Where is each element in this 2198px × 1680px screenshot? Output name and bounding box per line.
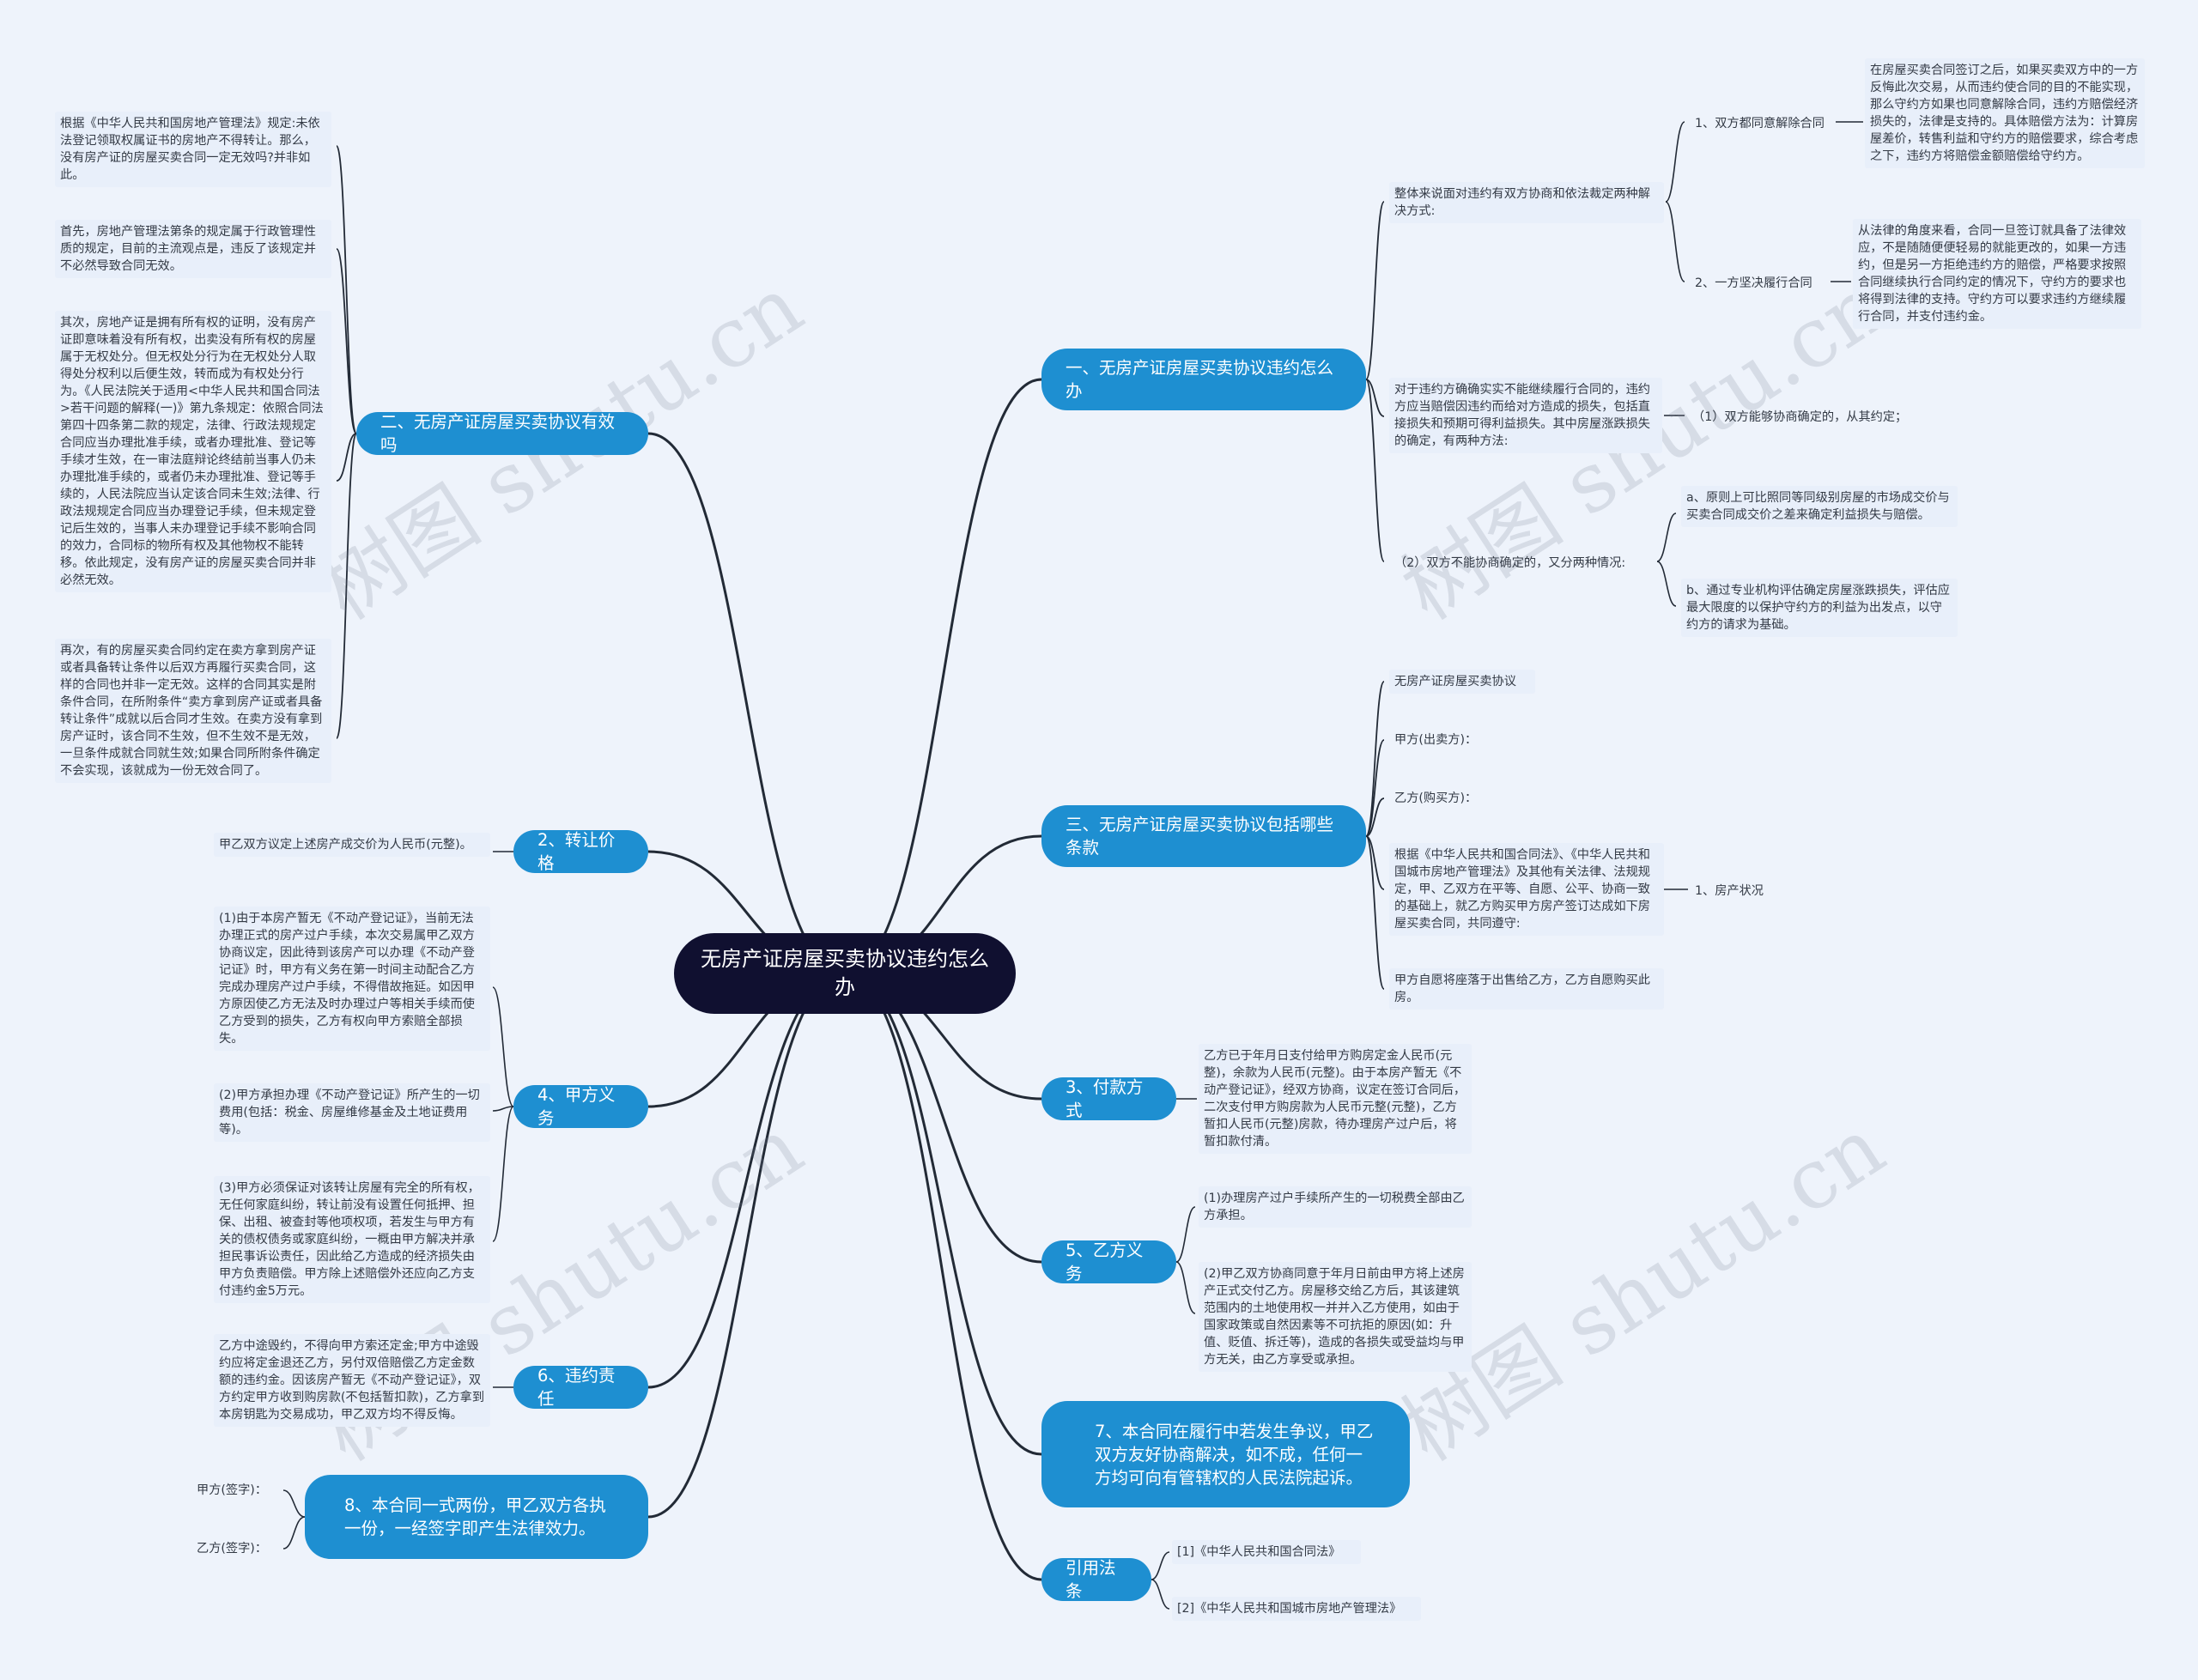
leaf-seller-registration: (1)由于本房产暂无《不动产登记证》，当前无法办理正式的房产过户手续，本次交易属… [214, 907, 490, 1051]
leaf-signature-a: 甲方(签字)： [197, 1483, 268, 1497]
connector-branch-leaf [1365, 835, 1385, 890]
connector-leaf-leaf [1665, 201, 1685, 282]
leaf-party-b: 乙方(购买方)： [1394, 791, 1478, 805]
connector-branch-leaf [1175, 1206, 1196, 1263]
branch-seller-duties[interactable]: 4、甲方义务 [513, 1085, 648, 1128]
connector-leaf-leaf [1656, 561, 1677, 607]
leaf-appraisal: b、通过专业机构评估确定房屋涨跌损失，评估应最大限度的以保护守约方的利益为出发点… [1681, 579, 1958, 637]
branch-transfer-price[interactable]: 2、转让价格 [513, 830, 648, 873]
connector-root-branch [647, 972, 846, 1389]
leaf-market-price: a、原则上可比照同等同级别房屋的市场成交价与买卖合同成交价之差来确定利益损失与赔… [1681, 486, 1958, 527]
branch-referenced-laws[interactable]: 引用法条 [1041, 1558, 1151, 1601]
connector-branch-leaf [1365, 681, 1385, 837]
leaf-insist-performance: 2、一方坚决履行合同 [1695, 276, 1812, 290]
connector-leaf-leaf [1656, 512, 1677, 562]
leaf-insist-detail: 从法律的角度来看，合同一旦签订就具备了法律效应，不是随随便便轻易的就能更改的，如… [1853, 219, 2141, 329]
leaf-loss-not-agreed: （2）双方不能协商确定的，又分两种情况: [1394, 556, 1626, 570]
leaf-buyer-taxes: (1)办理房产过户手续所产生的一切税费全部由乙方承担。 [1199, 1186, 1472, 1228]
leaf-legal-basis: 根据《中华人民共和国合同法》、《中华人民共和国城市房地产管理法》及其他有关法律、… [1389, 843, 1664, 936]
branch-contract-validity[interactable]: 二、无房产证房屋买卖协议有效吗 [356, 412, 648, 455]
branch-buyer-duties[interactable]: 5、乙方义务 [1041, 1240, 1176, 1283]
connector-root-branch [647, 972, 846, 1519]
leaf-validity-second: 其次，房地产证是拥有所有权的证明，没有房产证即意味着没有所有权，出卖没有所有权的… [55, 311, 331, 592]
leaf-price-detail: 甲乙双方议定上述房产成交价为人民币(元整)。 [214, 833, 490, 857]
branch-contract-clauses[interactable]: 三、无房产证房屋买卖协议包括哪些条款 [1041, 805, 1366, 867]
connector-branch-leaf [1365, 739, 1385, 837]
branch-breach-handling[interactable]: 一、无房产证房屋买卖协议违约怎么办 [1041, 349, 1366, 410]
connector-branch-leaf [492, 1106, 514, 1112]
leaf-payment-detail: 乙方已于年月日支付给甲方购房定金人民币(元整)，余款为人民币(元整)。由于本房产… [1199, 1044, 1472, 1154]
root-topic[interactable]: 无房产证房屋买卖协议违约怎么办 [674, 933, 1016, 1014]
leaf-validity-first: 首先，房地产管理法第条的规定属于行政管理性质的规定，目前的主流观点是，违反了该规… [55, 220, 331, 278]
leaf-seller-ownership: (3)甲方必须保证对该转让房屋有完全的所有权，无任何家庭纠纷，转让前没有设置任何… [214, 1176, 490, 1303]
leaf-rescind-detail: 在房屋买卖合同签订之后，如果买卖双方中的一方反悔此次交易，从而违约使合同的目的不… [1865, 58, 2145, 168]
connector-branch-leaf [1151, 1551, 1170, 1580]
connector-leaf-leaf [1665, 121, 1685, 203]
branch-dispute-resolution[interactable]: 7、本合同在履行中若发生争议，甲乙双方友好协商解决，如不成，任何一方均可向有管辖… [1041, 1401, 1410, 1507]
connector-branch-leaf [336, 433, 357, 739]
leaf-property-sale: 甲方自愿将座落于出售给乙方，乙方自愿购买此房。 [1389, 968, 1664, 1010]
leaf-buyer-handover: (2)甲乙双方协商同意于年月日前由甲方将上述房产正式交付乙方。房屋移交给乙方后，… [1199, 1262, 1472, 1372]
leaf-contract-law: [1]《中华人民共和国合同法》 [1172, 1540, 1361, 1564]
connector-root-branch [844, 972, 1042, 1456]
leaf-signature-b: 乙方(签字)： [197, 1542, 268, 1556]
connector-branch-leaf [282, 1489, 306, 1518]
connector-branch-leaf [1365, 798, 1385, 837]
connector-branch-leaf [336, 145, 357, 434]
leaf-seller-fees: (2)甲方承担办理《不动产登记证》所产生的一切费用(包括：税金、房屋维修基金及土… [214, 1083, 490, 1142]
leaf-validity-third: 再次，有的房屋买卖合同约定在卖方拿到房产证或者具备转让条件以后双方再履行买卖合同… [55, 639, 331, 783]
leaf-agreement-title: 无房产证房屋买卖协议 [1389, 670, 1535, 694]
connector-branch-leaf [1365, 835, 1385, 990]
branch-copies-signature[interactable]: 8、本合同一式两份，甲乙双方各执一份，一经签字即产生法律效力。 [305, 1475, 648, 1559]
leaf-loss-agreed: （1）双方能够协商确定的，从其约定； [1692, 410, 1908, 424]
connector-branch-leaf [336, 248, 357, 434]
connector-branch-leaf [492, 986, 514, 1107]
branch-payment-method[interactable]: 3、付款方式 [1041, 1077, 1176, 1120]
connector-branch-leaf [492, 1106, 514, 1242]
connector-root-branch [844, 378, 1042, 975]
connector-branch-leaf [1175, 1261, 1196, 1314]
connector-root-branch [844, 972, 1042, 1581]
connector-root-branch [647, 432, 846, 975]
connector-branch-leaf [282, 1516, 306, 1550]
leaf-loss-compensation: 对于违约方确确实实不能继续履行合同的，违约方应当赔偿因违约而给对方造成的损失，包… [1389, 378, 1662, 453]
leaf-property-status: 1、房产状况 [1695, 884, 1764, 898]
connector-branch-leaf [336, 433, 357, 482]
leaf-validity-intro: 根据《中华人民共和国房地产管理法》规定:未依法登记领取权属证书的房地产不得转让。… [55, 112, 331, 187]
leaf-two-resolutions: 整体来说面对违约有双方协商和依法裁定两种解决方式: [1389, 182, 1664, 223]
leaf-liability-detail: 乙方中途毁约，不得向甲方索还定金;甲方中途毁约应将定金退还乙方，另付双倍赔偿乙方… [214, 1334, 490, 1427]
connector-branch-leaf [1365, 379, 1385, 417]
connector-branch-leaf [1151, 1579, 1170, 1610]
leaf-real-estate-law: [2]《中华人民共和国城市房地产管理法》 [1172, 1597, 1421, 1621]
branch-liability[interactable]: 6、违约责任 [513, 1366, 648, 1409]
leaf-party-a: 甲方(出卖方)： [1394, 733, 1478, 747]
connector-branch-leaf [1365, 201, 1385, 380]
leaf-rescind-contract: 1、双方都同意解除合同 [1695, 117, 1825, 130]
connector-branch-leaf [1365, 379, 1385, 562]
